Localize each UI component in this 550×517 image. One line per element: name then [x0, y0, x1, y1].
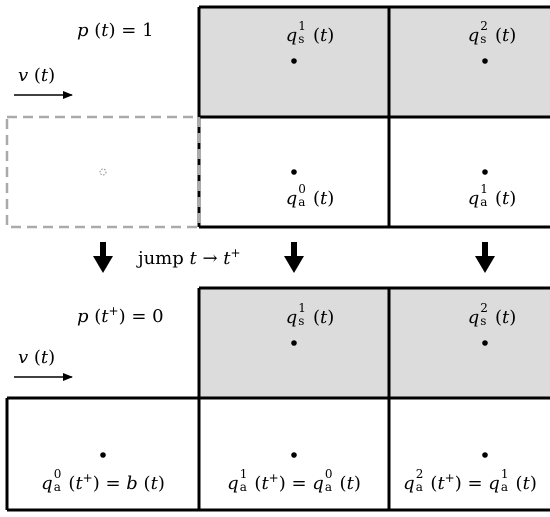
top-shaded-cell-2 [389, 7, 550, 117]
dot-qa1-bottom [291, 452, 297, 458]
bottom-grid [5, 286, 550, 512]
dot-qa1-top [482, 169, 488, 175]
bottom-shaded-cell-2 [389, 288, 550, 398]
ghost-dot [99, 168, 107, 176]
jump-label: jump t → t+ [138, 245, 241, 269]
switch-label-bottom: p (t+) = 0 [77, 303, 164, 327]
dot-qs2-top [482, 58, 488, 64]
velocity-label-bottom: v (t) [18, 347, 56, 368]
dot-qa0-bottom [100, 452, 106, 458]
ghost-cell [5, 115, 201, 229]
dot-qa0-top [291, 169, 297, 175]
jump-arrows [93, 242, 495, 273]
dot-qa2-bottom [482, 452, 488, 458]
switch-label-top: p (t) = 1 [77, 20, 154, 41]
dot-qs2-bottom [482, 340, 488, 346]
dot-qs1-bottom [291, 340, 297, 346]
dot-qs1-top [291, 58, 297, 64]
velocity-label-top: v (t) [18, 65, 56, 86]
